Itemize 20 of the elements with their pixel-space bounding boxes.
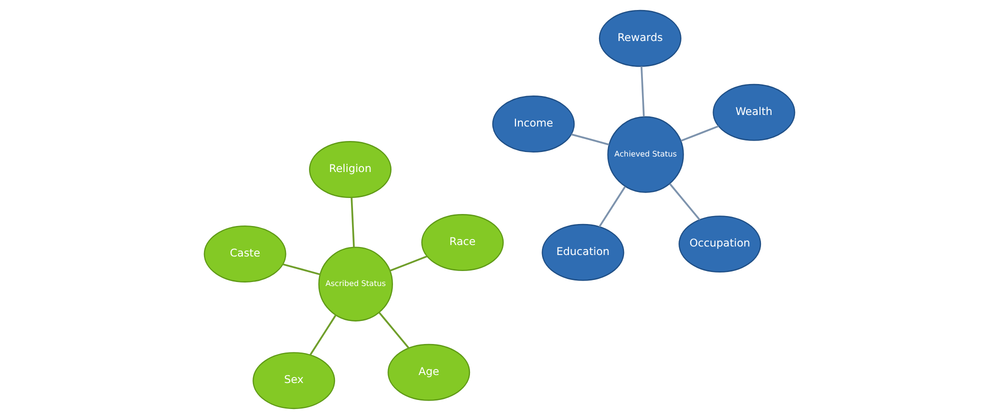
connector	[570, 133, 609, 146]
connector	[668, 183, 700, 220]
node-ellipse: Occupation	[678, 216, 761, 273]
node-ellipse: Caste	[203, 225, 286, 282]
node-ellipse: Sex	[252, 352, 335, 410]
connector	[598, 186, 626, 228]
node-ellipse: Education	[541, 224, 624, 281]
connector	[282, 263, 320, 276]
connector	[350, 197, 354, 248]
connector	[640, 66, 644, 117]
connector	[378, 312, 409, 348]
node-ellipse: Age	[387, 344, 470, 401]
node-ellipse: Religion	[308, 141, 391, 198]
node-ellipse: Wealth	[712, 84, 795, 141]
connector	[389, 255, 427, 272]
connector	[680, 125, 718, 142]
node-ellipse: Income	[492, 96, 574, 153]
node-ellipse: Rewards	[598, 10, 681, 67]
connector	[309, 314, 336, 356]
node-ellipse: Race	[420, 214, 504, 272]
